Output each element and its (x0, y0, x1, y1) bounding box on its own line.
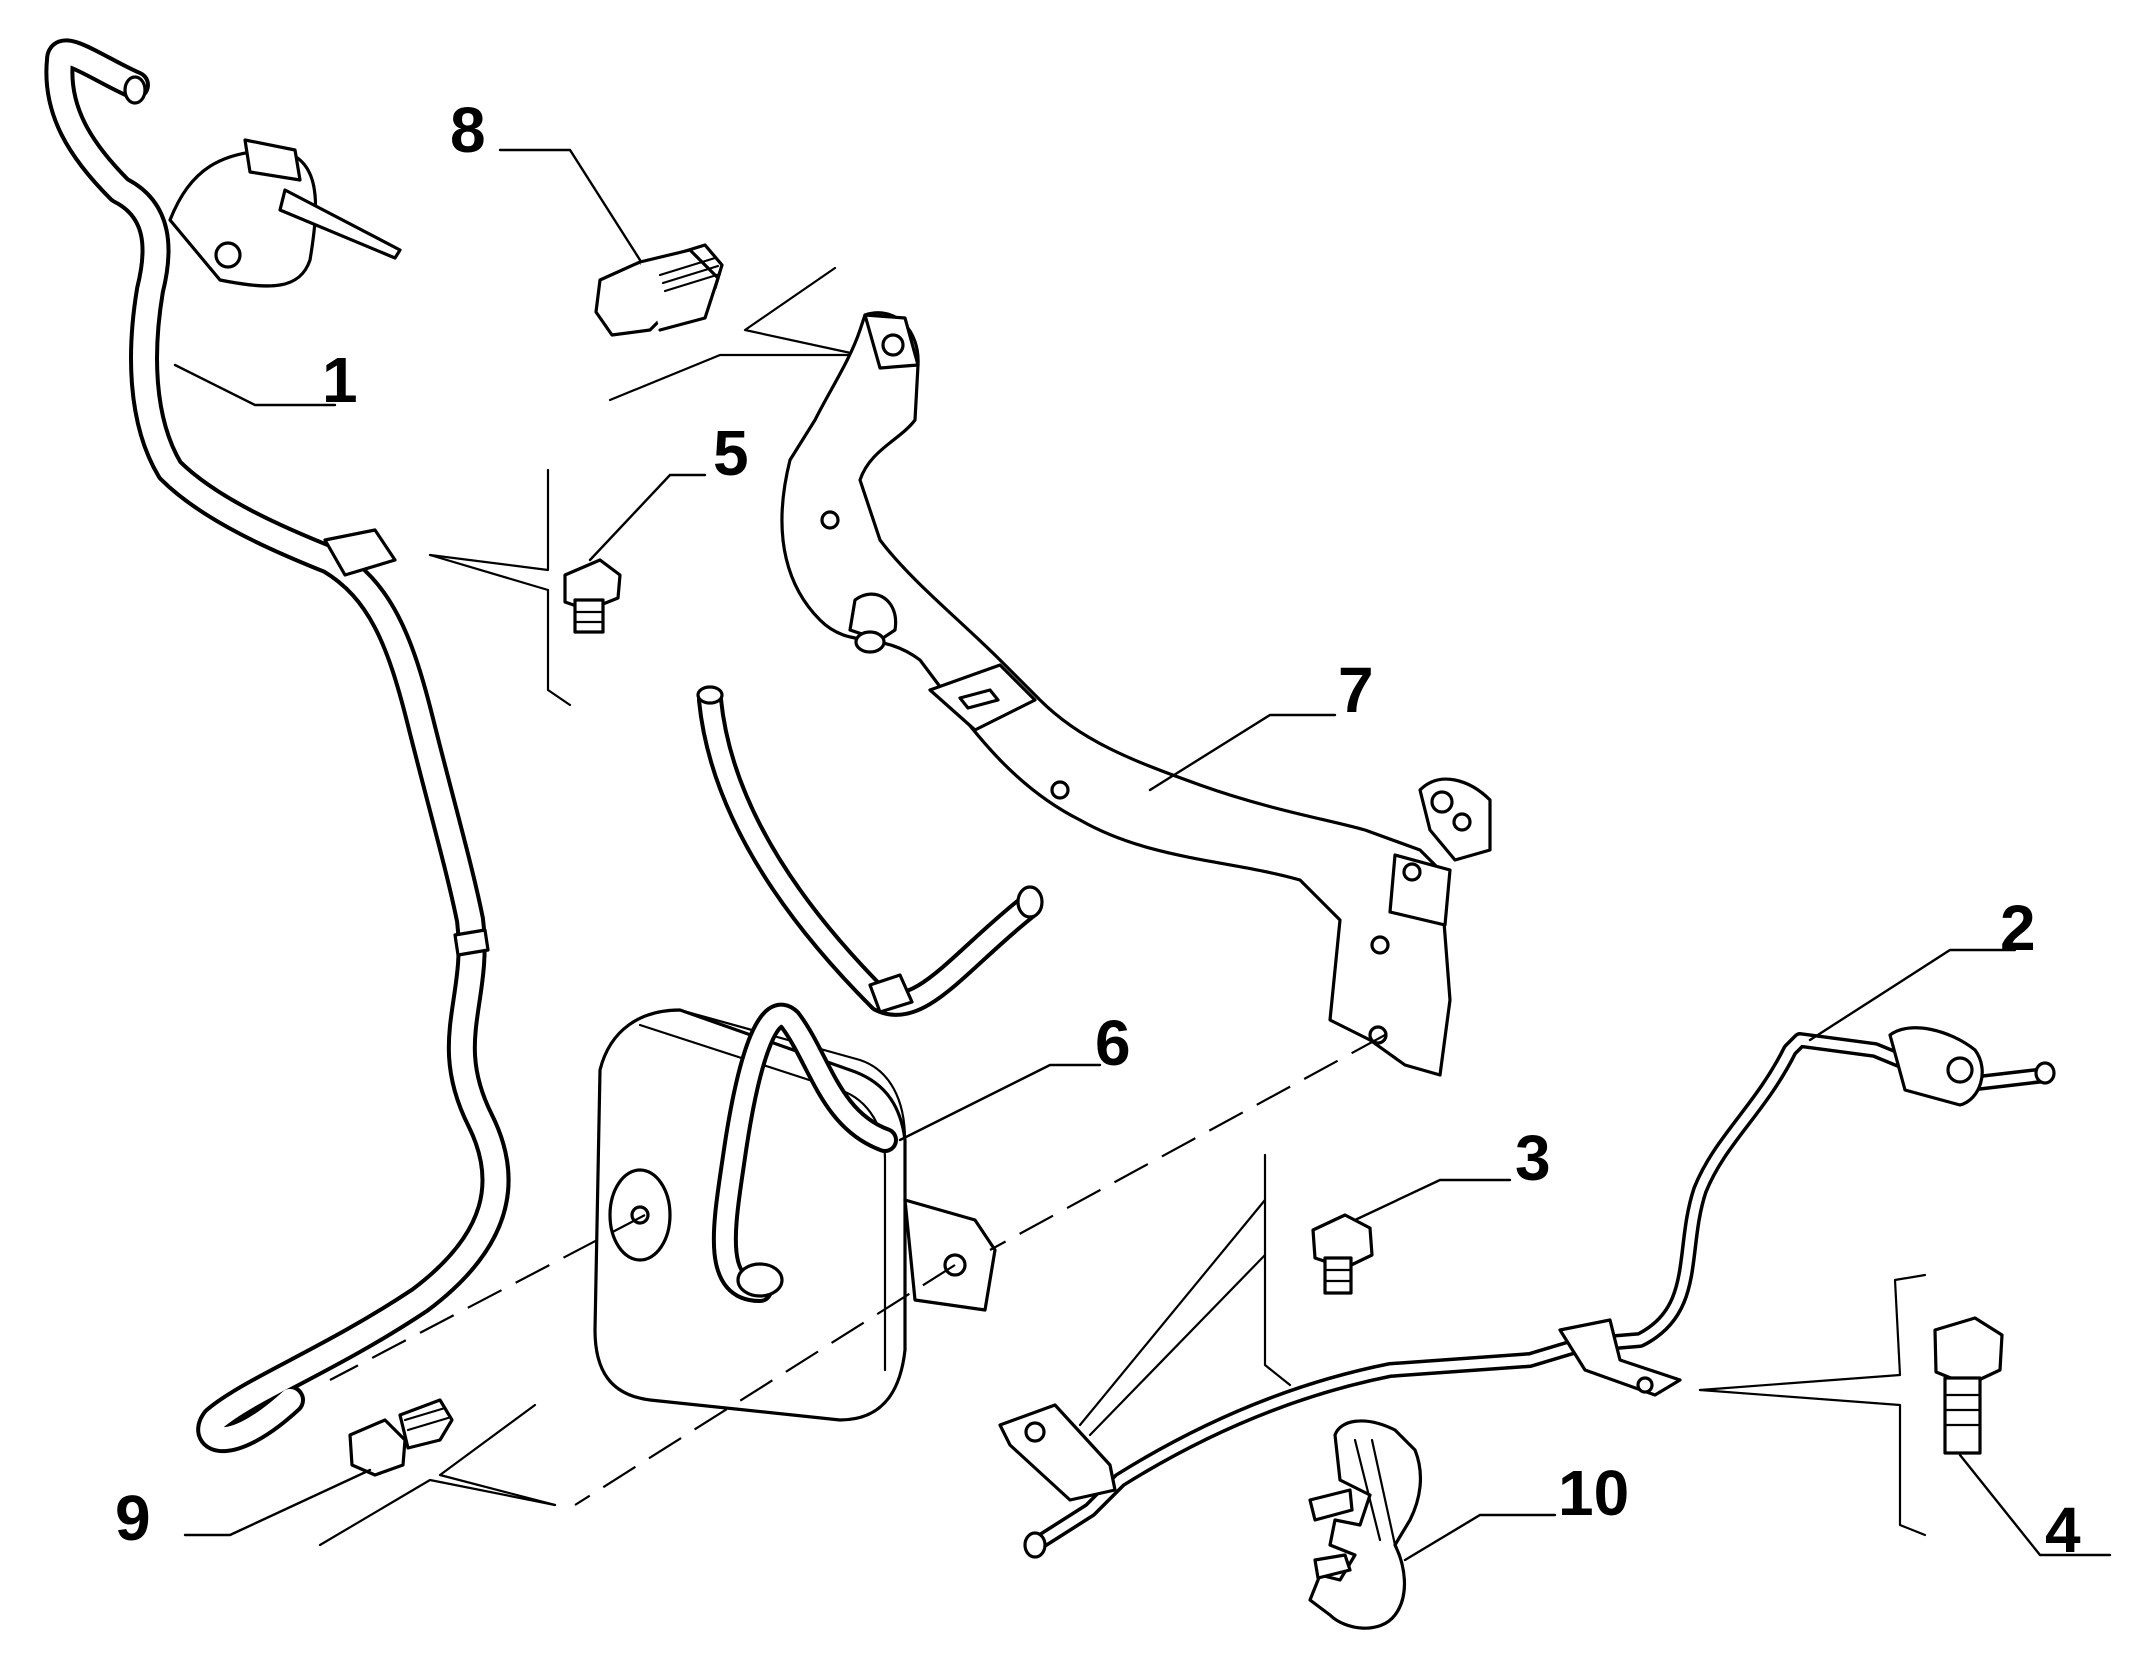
leader-10 (1403, 1513, 1557, 1562)
part-6-reservoir: 6 (593, 685, 1131, 1422)
callout-8: 8 (450, 94, 486, 166)
leader-7 (1148, 713, 1337, 792)
part-4-bolt: 4 (1698, 1273, 2112, 1566)
callout-5: 5 (713, 417, 749, 489)
leader-2 (1808, 948, 2017, 1042)
callout-6: 6 (1095, 1007, 1131, 1079)
part-7-bracket: 7 (780, 311, 1492, 1077)
callout-9: 9 (115, 1482, 151, 1554)
part-2-line: 2 (998, 892, 2056, 1559)
part-8-bolt: 8 (450, 94, 862, 402)
part-5-bolt: 5 (428, 417, 749, 707)
part-1-hose: 1 (44, 38, 511, 1454)
part-3-bolt: 3 (1311, 1122, 1551, 1295)
leader-1 (173, 363, 337, 407)
leader-4 (1958, 1453, 2112, 1557)
callout-3: 3 (1515, 1122, 1551, 1194)
callout-2: 2 (2000, 892, 2036, 964)
callout-10: 10 (1558, 1457, 1629, 1529)
leader-3 (1353, 1178, 1512, 1222)
callout-4: 4 (2045, 1494, 2081, 1566)
part-9-bolt: 9 (115, 1398, 557, 1554)
leader-6 (898, 1063, 1102, 1142)
part-10-clip: 10 (1308, 1419, 1629, 1630)
alignment-lines (329, 1034, 1386, 1506)
leader-5 (588, 473, 707, 562)
leader-8 (498, 148, 642, 262)
leader-9 (183, 1468, 372, 1537)
callout-7: 7 (1338, 654, 1374, 726)
callout-1: 1 (322, 344, 358, 416)
